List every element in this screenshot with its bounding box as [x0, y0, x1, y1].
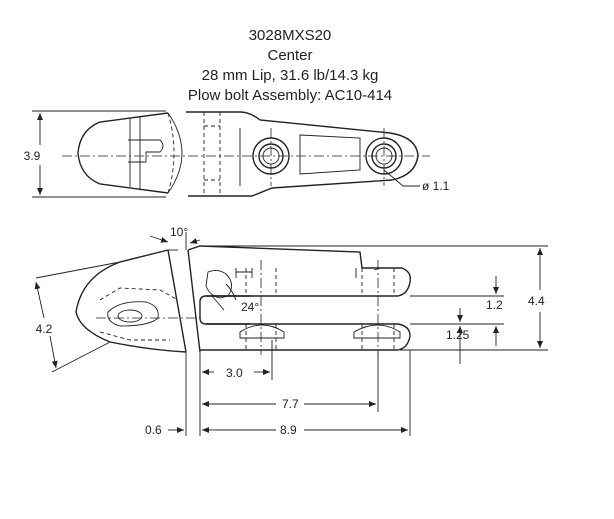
diameter-leader: [383, 169, 420, 187]
dim-overall-length: [168, 350, 411, 436]
dim-1-25: 1.25: [446, 328, 470, 342]
dim-1-2: 1.2: [486, 298, 503, 312]
dim-left-height: [34, 261, 121, 373]
dim-slot-depth: [199, 340, 273, 436]
dim-4-4: 4.4: [528, 294, 545, 308]
specs-label: 28 mm Lip, 31.6 lb/14.3 kg: [201, 67, 379, 84]
dim-24-deg: 24°: [241, 300, 259, 314]
dim-slot: [410, 276, 504, 364]
assembly-label: Plow bolt Assembly: AC10-414: [187, 87, 393, 104]
dim-4-2: 4.2: [36, 322, 53, 336]
dim-angle-10: [149, 232, 201, 250]
position-label: Center: [267, 47, 313, 64]
dim-top-height: [32, 110, 166, 198]
dim-overall-height: [200, 245, 548, 351]
side-view: [75, 245, 412, 355]
dim-3-9: 3.9: [24, 149, 41, 163]
part-number: 3028MXS20: [248, 27, 332, 44]
dim-bolt-spacing: [202, 352, 379, 412]
dim-0-6: 0.6: [145, 423, 162, 437]
angle-arc-24: [225, 283, 237, 301]
top-view: [62, 111, 430, 197]
dim-7-7: 7.7: [282, 397, 299, 411]
dim-3-0: 3.0: [226, 366, 243, 380]
dim-10-deg: 10°: [170, 225, 188, 239]
dim-diameter: ø 1.1: [422, 179, 450, 193]
dim-8-9: 8.9: [280, 423, 297, 437]
